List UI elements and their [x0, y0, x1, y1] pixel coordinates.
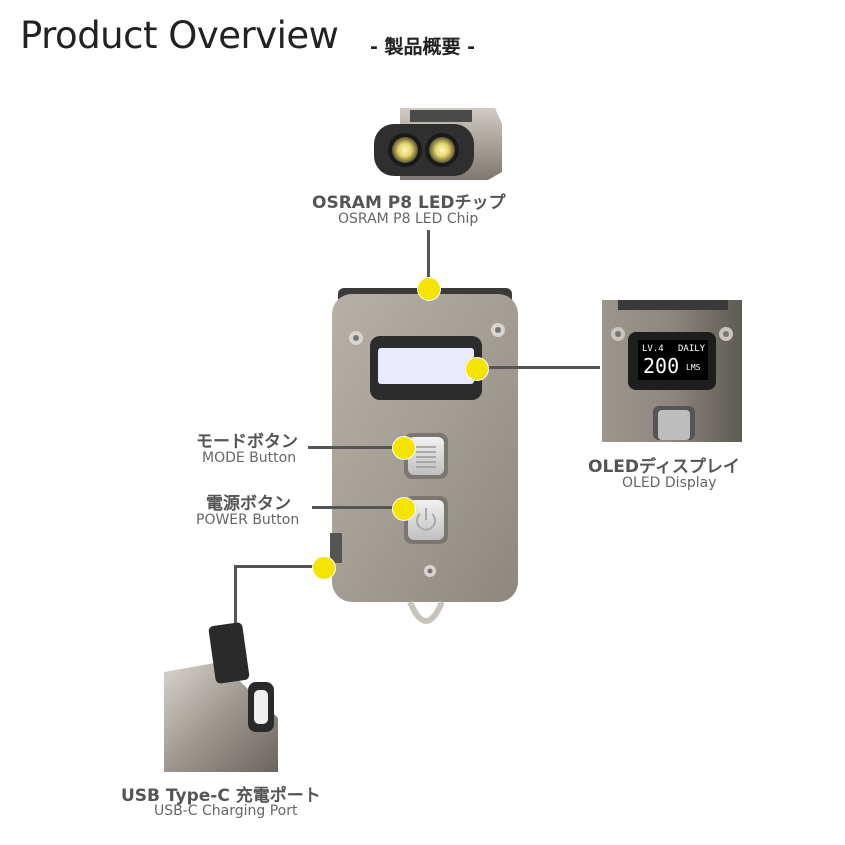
oled-label-jp: OLEDディスプレイ — [588, 457, 740, 477]
device-body-image — [330, 288, 518, 624]
led-label-jp: OSRAM P8 LEDチップ — [312, 193, 506, 213]
oled-mode-text: DAILY — [678, 344, 706, 354]
led-callout-dot — [417, 277, 441, 301]
mode-callout-dot — [392, 436, 416, 460]
usb-port-image — [164, 622, 278, 772]
power-label-en: POWER Button — [196, 512, 300, 528]
oled-level-text: LV.4 — [642, 344, 664, 354]
oled-connector-line — [478, 366, 600, 369]
mode-label-en: MODE Button — [202, 450, 297, 466]
power-callout-dot — [392, 497, 416, 521]
usb-connector-vertical — [234, 565, 237, 623]
mode-label-jp: モードボタン — [196, 432, 298, 452]
led-chip-image — [374, 108, 502, 180]
mode-connector-line — [308, 446, 403, 449]
oled-callout-dot — [465, 357, 489, 381]
power-connector-line — [312, 506, 403, 509]
led-label-en: OSRAM P8 LED Chip — [338, 211, 479, 227]
oled-unit-text: LMS — [686, 363, 701, 372]
page-title: Product Overview — [20, 14, 339, 57]
oled-value-text: 200 — [643, 354, 680, 378]
usb-label-jp: USB Type-C 充電ポート — [121, 786, 321, 806]
oled-label-en: OLED Display — [622, 475, 717, 491]
power-label-jp: 電源ボタン — [206, 494, 291, 514]
usb-connector-horizontal — [234, 565, 324, 568]
page-subtitle: - 製品概要 - — [370, 36, 476, 58]
oled-display-image — [602, 300, 742, 442]
usb-label-en: USB-C Charging Port — [154, 803, 298, 819]
led-connector-line — [427, 230, 430, 286]
usb-callout-dot — [312, 556, 336, 580]
